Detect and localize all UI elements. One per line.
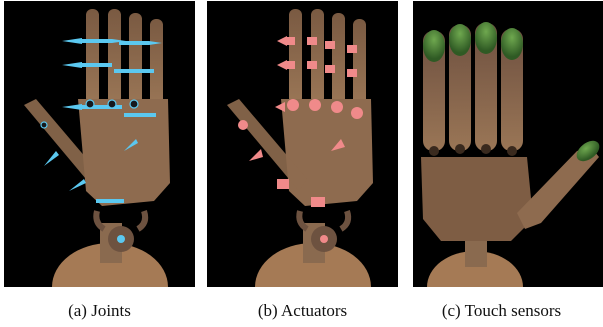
middle-finger — [108, 9, 121, 104]
ring-finger — [129, 13, 142, 105]
little-finger — [150, 19, 163, 107]
wrist-post — [465, 237, 487, 267]
little-finger — [353, 19, 366, 107]
actuators-panel — [207, 1, 398, 287]
palm — [421, 157, 533, 241]
middle-finger — [311, 9, 324, 104]
touch-sensors-panel — [413, 1, 603, 287]
middle-fingertip-sensor — [475, 22, 497, 54]
wrist-joint-marker — [117, 235, 125, 243]
ring-finger — [332, 13, 345, 105]
index-fingertip-sensor — [501, 28, 523, 60]
touch-sensors-hand-image — [413, 1, 603, 287]
actuators-hand-image — [207, 1, 398, 287]
caption-touch-sensors: (c) Touch sensors — [400, 298, 603, 324]
wrist-actuator-marker — [320, 235, 328, 243]
joints-hand-image — [4, 1, 195, 287]
fingertip-sensors — [423, 22, 523, 62]
ring-fingertip-sensor — [449, 24, 471, 56]
joints-panel — [4, 1, 195, 287]
index-finger — [86, 9, 99, 104]
caption-actuators: (b) Actuators — [207, 298, 398, 324]
little-fingertip-sensor — [423, 30, 445, 62]
caption-joints: (a) Joints — [4, 298, 195, 324]
index-finger — [289, 9, 302, 104]
